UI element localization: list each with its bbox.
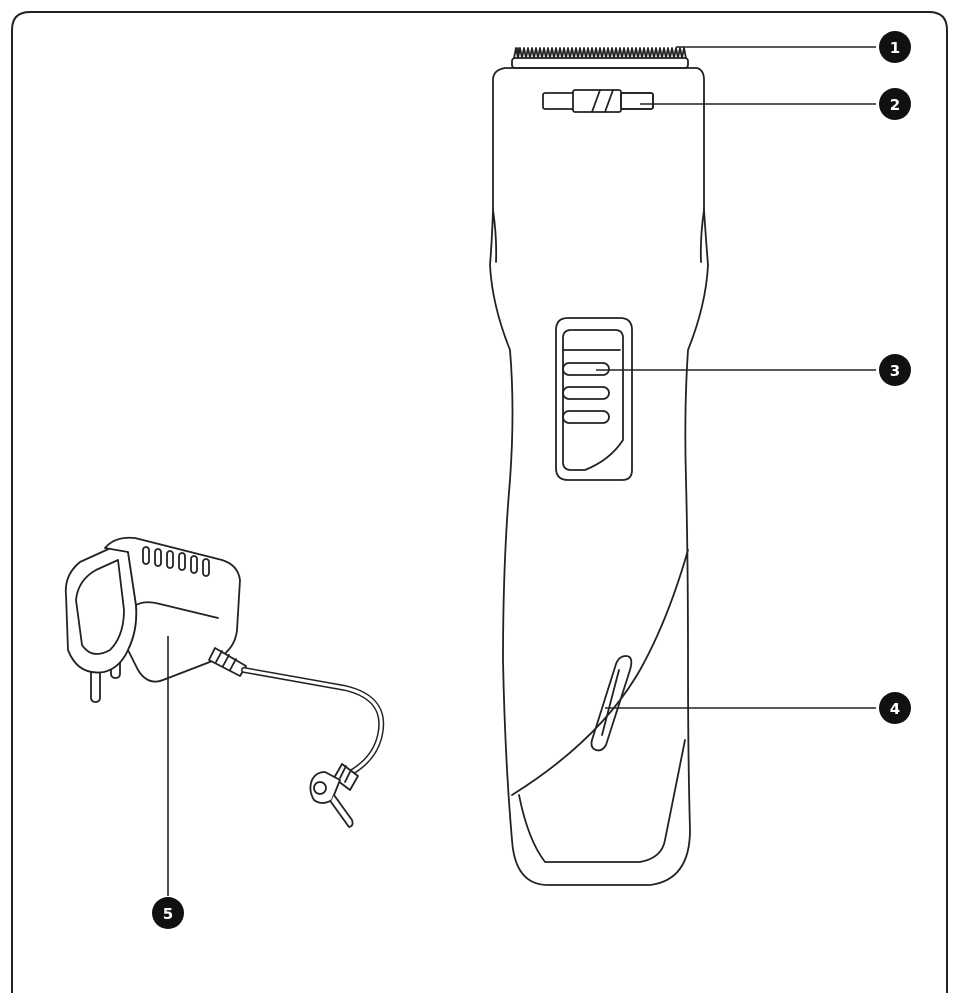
callout-5: 5	[152, 897, 184, 929]
adapter-cable	[241, 667, 385, 775]
cable-strain-relief	[208, 647, 247, 677]
svg-text:4: 4	[890, 700, 900, 718]
clipper-panel-line	[511, 549, 689, 796]
clipper-side-line	[492, 209, 498, 263]
hair-clipper	[489, 47, 709, 886]
callout-1: 1	[879, 31, 911, 63]
clipper-side-line	[699, 209, 705, 263]
callout-leaders	[167, 46, 876, 896]
charging-indicator	[590, 655, 633, 752]
svg-text:5: 5	[163, 905, 173, 923]
svg-text:3: 3	[890, 362, 900, 380]
power-switch	[555, 317, 633, 481]
svg-text:2: 2	[890, 96, 900, 114]
callout-3: 3	[879, 354, 911, 386]
cutting-length-adjuster	[542, 89, 654, 113]
clipper-body	[489, 67, 709, 886]
svg-text:1: 1	[890, 39, 900, 57]
blade-teeth	[513, 47, 687, 59]
vent-slots	[142, 546, 210, 577]
diagram-frame	[11, 11, 948, 993]
callout-4: 4	[879, 692, 911, 724]
dc-connector	[309, 763, 359, 828]
trimmer-blade	[511, 47, 689, 69]
callout-2: 2	[879, 88, 911, 120]
clipper-panel-line	[518, 739, 686, 863]
power-adapter	[64, 536, 385, 828]
